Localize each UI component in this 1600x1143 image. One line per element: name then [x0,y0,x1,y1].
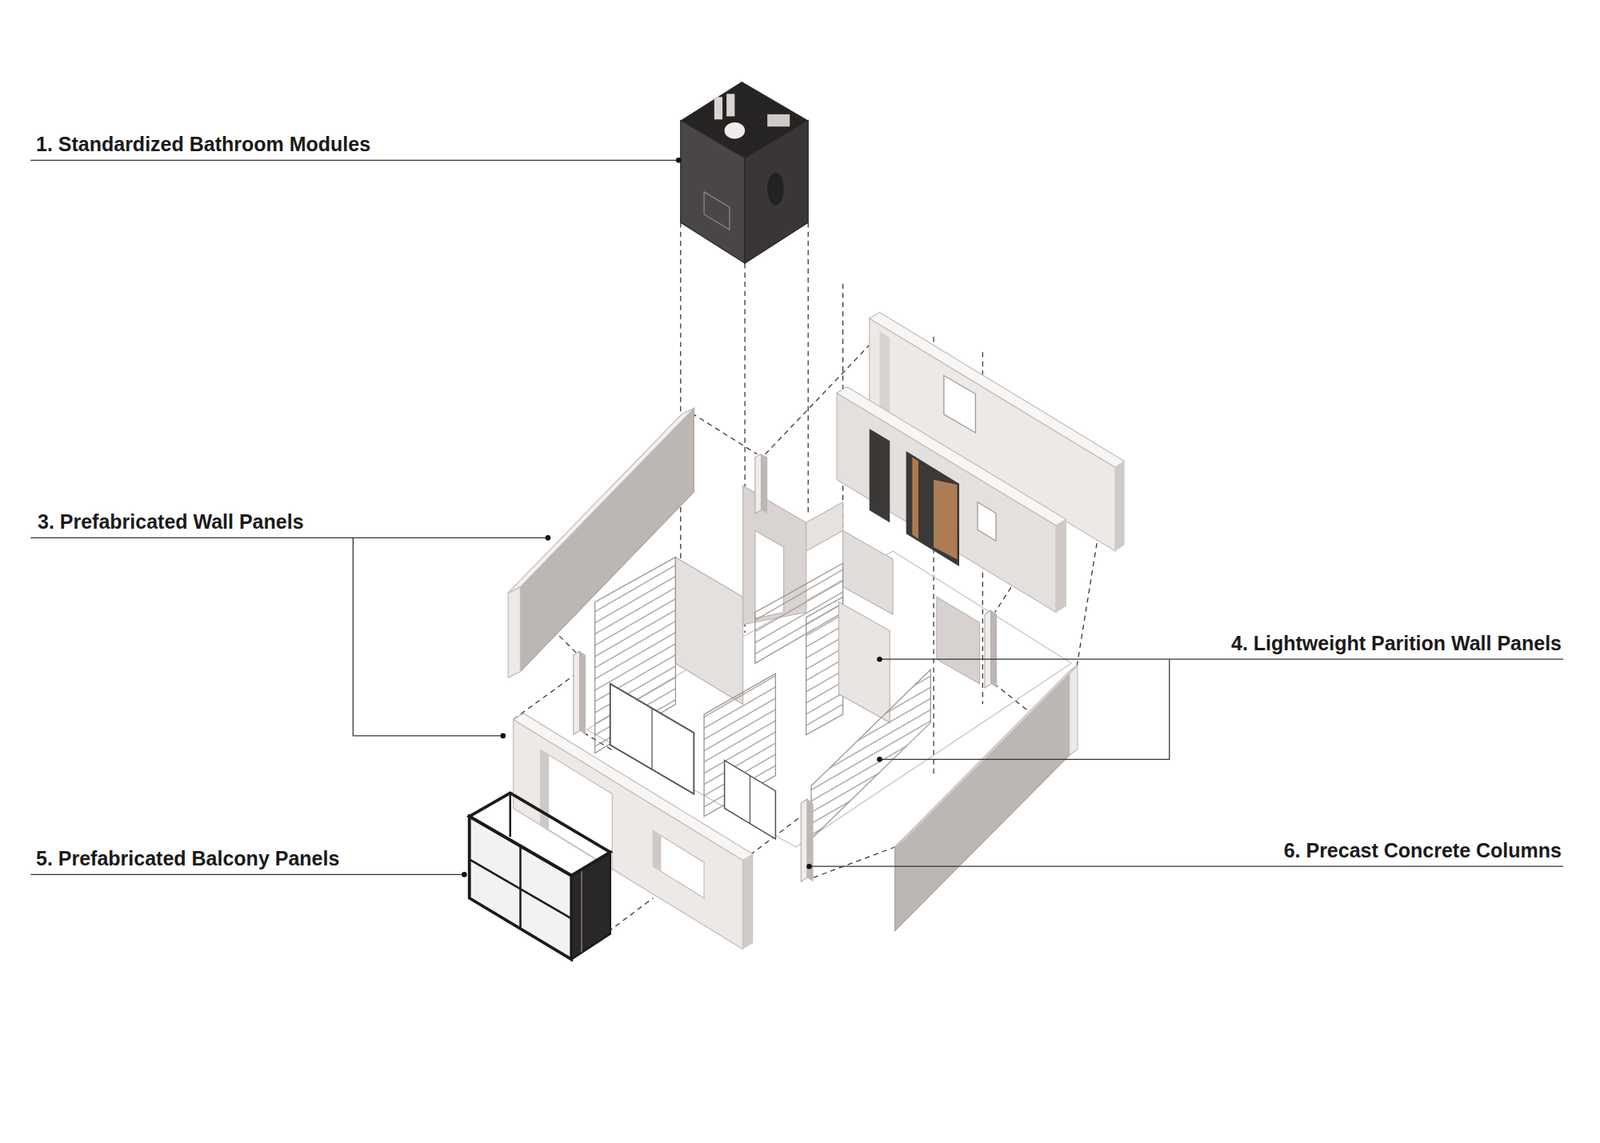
opening-reveal [540,750,549,832]
wall-end [1115,461,1124,552]
column [800,799,808,882]
column [573,651,580,736]
partition-panel [675,557,743,705]
leader-line [352,537,504,736]
partition-panel [838,602,890,724]
leader-dot [806,864,812,870]
guide-line [813,847,896,878]
leader-line [30,160,679,161]
guide-line [808,222,809,516]
balcony-top [469,792,611,876]
guide-line [692,413,758,455]
leader-line [30,874,464,876]
leader-dots [461,157,883,878]
partition-panel [806,502,844,552]
fixture [714,96,723,120]
leader-line [879,659,1564,660]
balcony-side [571,852,610,960]
column [991,610,998,688]
column [984,610,992,688]
balcony-mullion [580,869,583,952]
window-opening [977,502,996,541]
door-opening [906,451,960,567]
leader-dot [876,756,883,763]
guide-line [513,673,577,720]
window-opening [944,376,976,433]
column [579,651,586,736]
wall-end [743,854,754,950]
opening-reveal [652,831,661,872]
module-face [744,120,808,264]
wall-face [895,672,1070,932]
leader-line [30,537,548,539]
access-panel [704,192,730,230]
door-opening [869,428,891,523]
column [755,454,762,514]
wall-panel [895,665,1078,932]
panel-joint [879,332,890,419]
leader-dot [876,656,883,663]
window-mullion [749,776,751,824]
leader-dot [545,535,552,541]
leader-lines [30,160,1564,875]
door-leaf [912,457,919,540]
basin [767,114,790,127]
column [761,454,768,514]
callout-label: 5. Prefabricated Balcony Panels [36,847,340,870]
wall-end [1056,519,1067,612]
leader-dot [461,872,468,878]
window-frame [724,760,776,840]
partition-panel [936,596,980,684]
partition-walls [595,485,980,839]
partition-panel [843,530,894,615]
column [807,799,814,882]
bathroom-module [680,81,808,264]
toilet [724,122,746,139]
callout-label: 1. Standardized Bathroom Modules [36,132,371,156]
leader-line [879,659,1169,760]
leader-line [808,866,1564,868]
stud-frame [806,596,844,735]
callout-label: 3. Prefabricated Wall Panels [37,510,304,533]
callout-label: 4. Lightweight Parition Wall Panels [1231,632,1562,655]
door-leaf [933,480,957,560]
wall-end [508,587,520,679]
stud-frame [811,669,931,840]
fixture [767,172,784,206]
door-mullion [651,708,652,770]
guide-line [680,222,681,560]
fixture [726,93,735,116]
wall-top [513,713,754,861]
leader-dot [500,733,507,740]
balcony-glass [469,816,572,960]
balcony-post [508,792,512,837]
wall-top [895,665,1078,848]
leader-dot [676,157,682,164]
wall-end [1069,665,1078,756]
module-face [680,120,745,264]
callout-label: 6. Precast Concrete Columns [1284,839,1562,862]
balcony-panel [469,792,611,960]
